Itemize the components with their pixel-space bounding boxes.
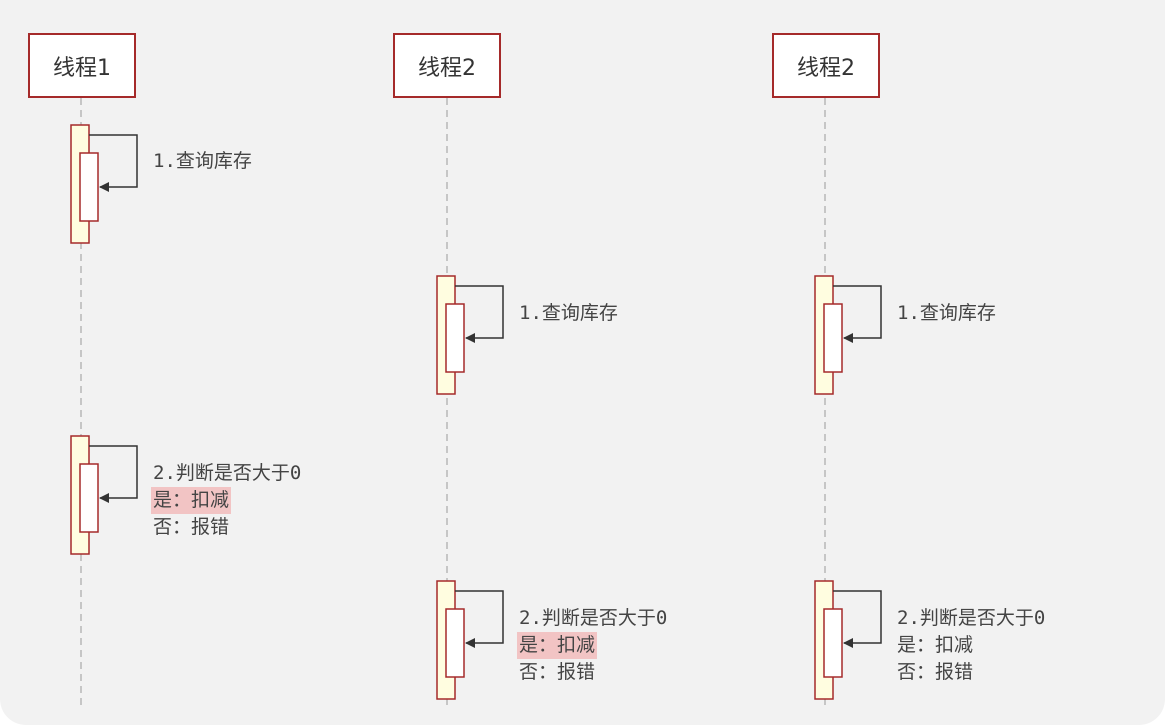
lane-header-thread-2a: 线程2 <box>393 33 501 98</box>
nested-activation-bar <box>79 463 99 533</box>
self-call-arrow <box>833 590 882 648</box>
nested-activation-bar <box>445 303 465 373</box>
self-call-arrow <box>455 285 504 343</box>
nested-activation-bar <box>79 152 99 222</box>
note-line: 否：报错 <box>897 661 974 683</box>
note-line: 1.查询库存 <box>897 302 996 324</box>
note-line: 否：报错 <box>519 661 596 683</box>
note-line: 是：扣减 <box>897 634 974 656</box>
lane-header-thread-2b: 线程2 <box>772 33 880 98</box>
note-line: 否：报错 <box>153 516 230 538</box>
self-call-arrow <box>89 134 138 192</box>
note-line: 2.判断是否大于0 <box>897 607 1046 629</box>
nested-activation-bar <box>823 303 843 373</box>
note-line: 是：扣减 <box>151 487 232 514</box>
note-query-stock: 1.查询库存 <box>895 300 998 327</box>
note-line: 是：扣减 <box>517 632 598 659</box>
note-line: 2.判断是否大于0 <box>153 462 302 484</box>
note-check-stock: 2.判断是否大于0 是：扣减 否：报错 <box>517 605 669 686</box>
note-query-stock: 1.查询库存 <box>151 148 254 175</box>
nested-activation-bar <box>445 608 465 678</box>
note-check-stock: 2.判断是否大于0 是：扣减 否：报错 <box>151 460 303 541</box>
note-line: 1.查询库存 <box>519 302 618 324</box>
self-call-arrow <box>89 445 138 503</box>
lane-header-thread-1: 线程1 <box>28 33 136 98</box>
note-line: 1.查询库存 <box>153 150 252 172</box>
nested-activation-bar <box>823 608 843 678</box>
note-line: 2.判断是否大于0 <box>519 607 668 629</box>
note-check-stock: 2.判断是否大于0 是：扣减 否：报错 <box>895 605 1047 686</box>
self-call-arrow <box>833 285 882 343</box>
note-query-stock: 1.查询库存 <box>517 300 620 327</box>
self-call-arrow <box>455 590 504 648</box>
